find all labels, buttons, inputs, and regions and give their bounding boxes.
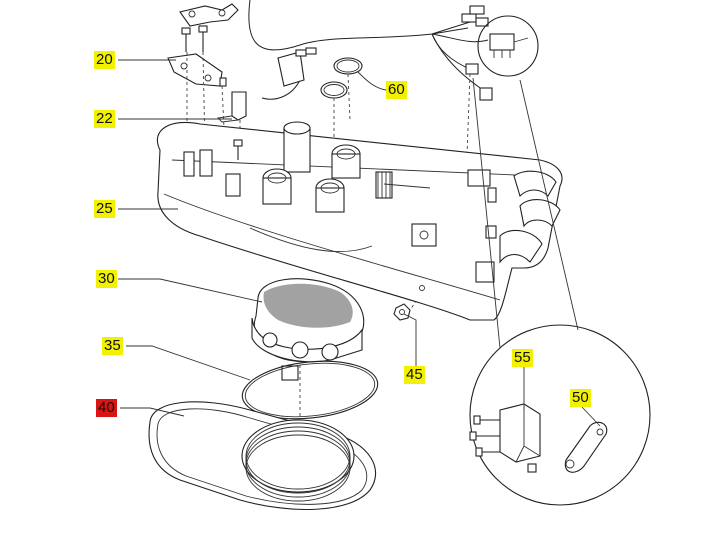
callout-leader-lines [118, 59, 601, 427]
callout-60: 60 [386, 81, 407, 99]
main-housing-part [157, 121, 563, 321]
hex-nut-part [393, 285, 425, 321]
top-bracket-part [179, 3, 239, 27]
callout-55: 55 [512, 349, 533, 367]
filter-cover-part [251, 278, 365, 381]
wiring-harness-part [248, 0, 493, 101]
detail-magnifier-inset [469, 77, 651, 506]
callout-35: 35 [102, 337, 123, 355]
callout-22: 22 [94, 110, 115, 128]
callout-20: 20 [94, 51, 115, 69]
l-bracket-part [217, 91, 247, 123]
base-gasket-part [148, 401, 377, 511]
callout-25: 25 [94, 200, 115, 218]
switch-detail-inset [477, 15, 539, 77]
callout-30: 30 [96, 270, 117, 288]
screws-part [181, 25, 208, 52]
gasket-rings-part [320, 57, 363, 99]
mounting-bracket-part [167, 53, 227, 87]
callout-50: 50 [570, 389, 591, 407]
o-ring-seal-part [241, 360, 379, 420]
callout-45: 45 [404, 366, 425, 384]
callout-40-highlighted: 40 [96, 399, 117, 417]
